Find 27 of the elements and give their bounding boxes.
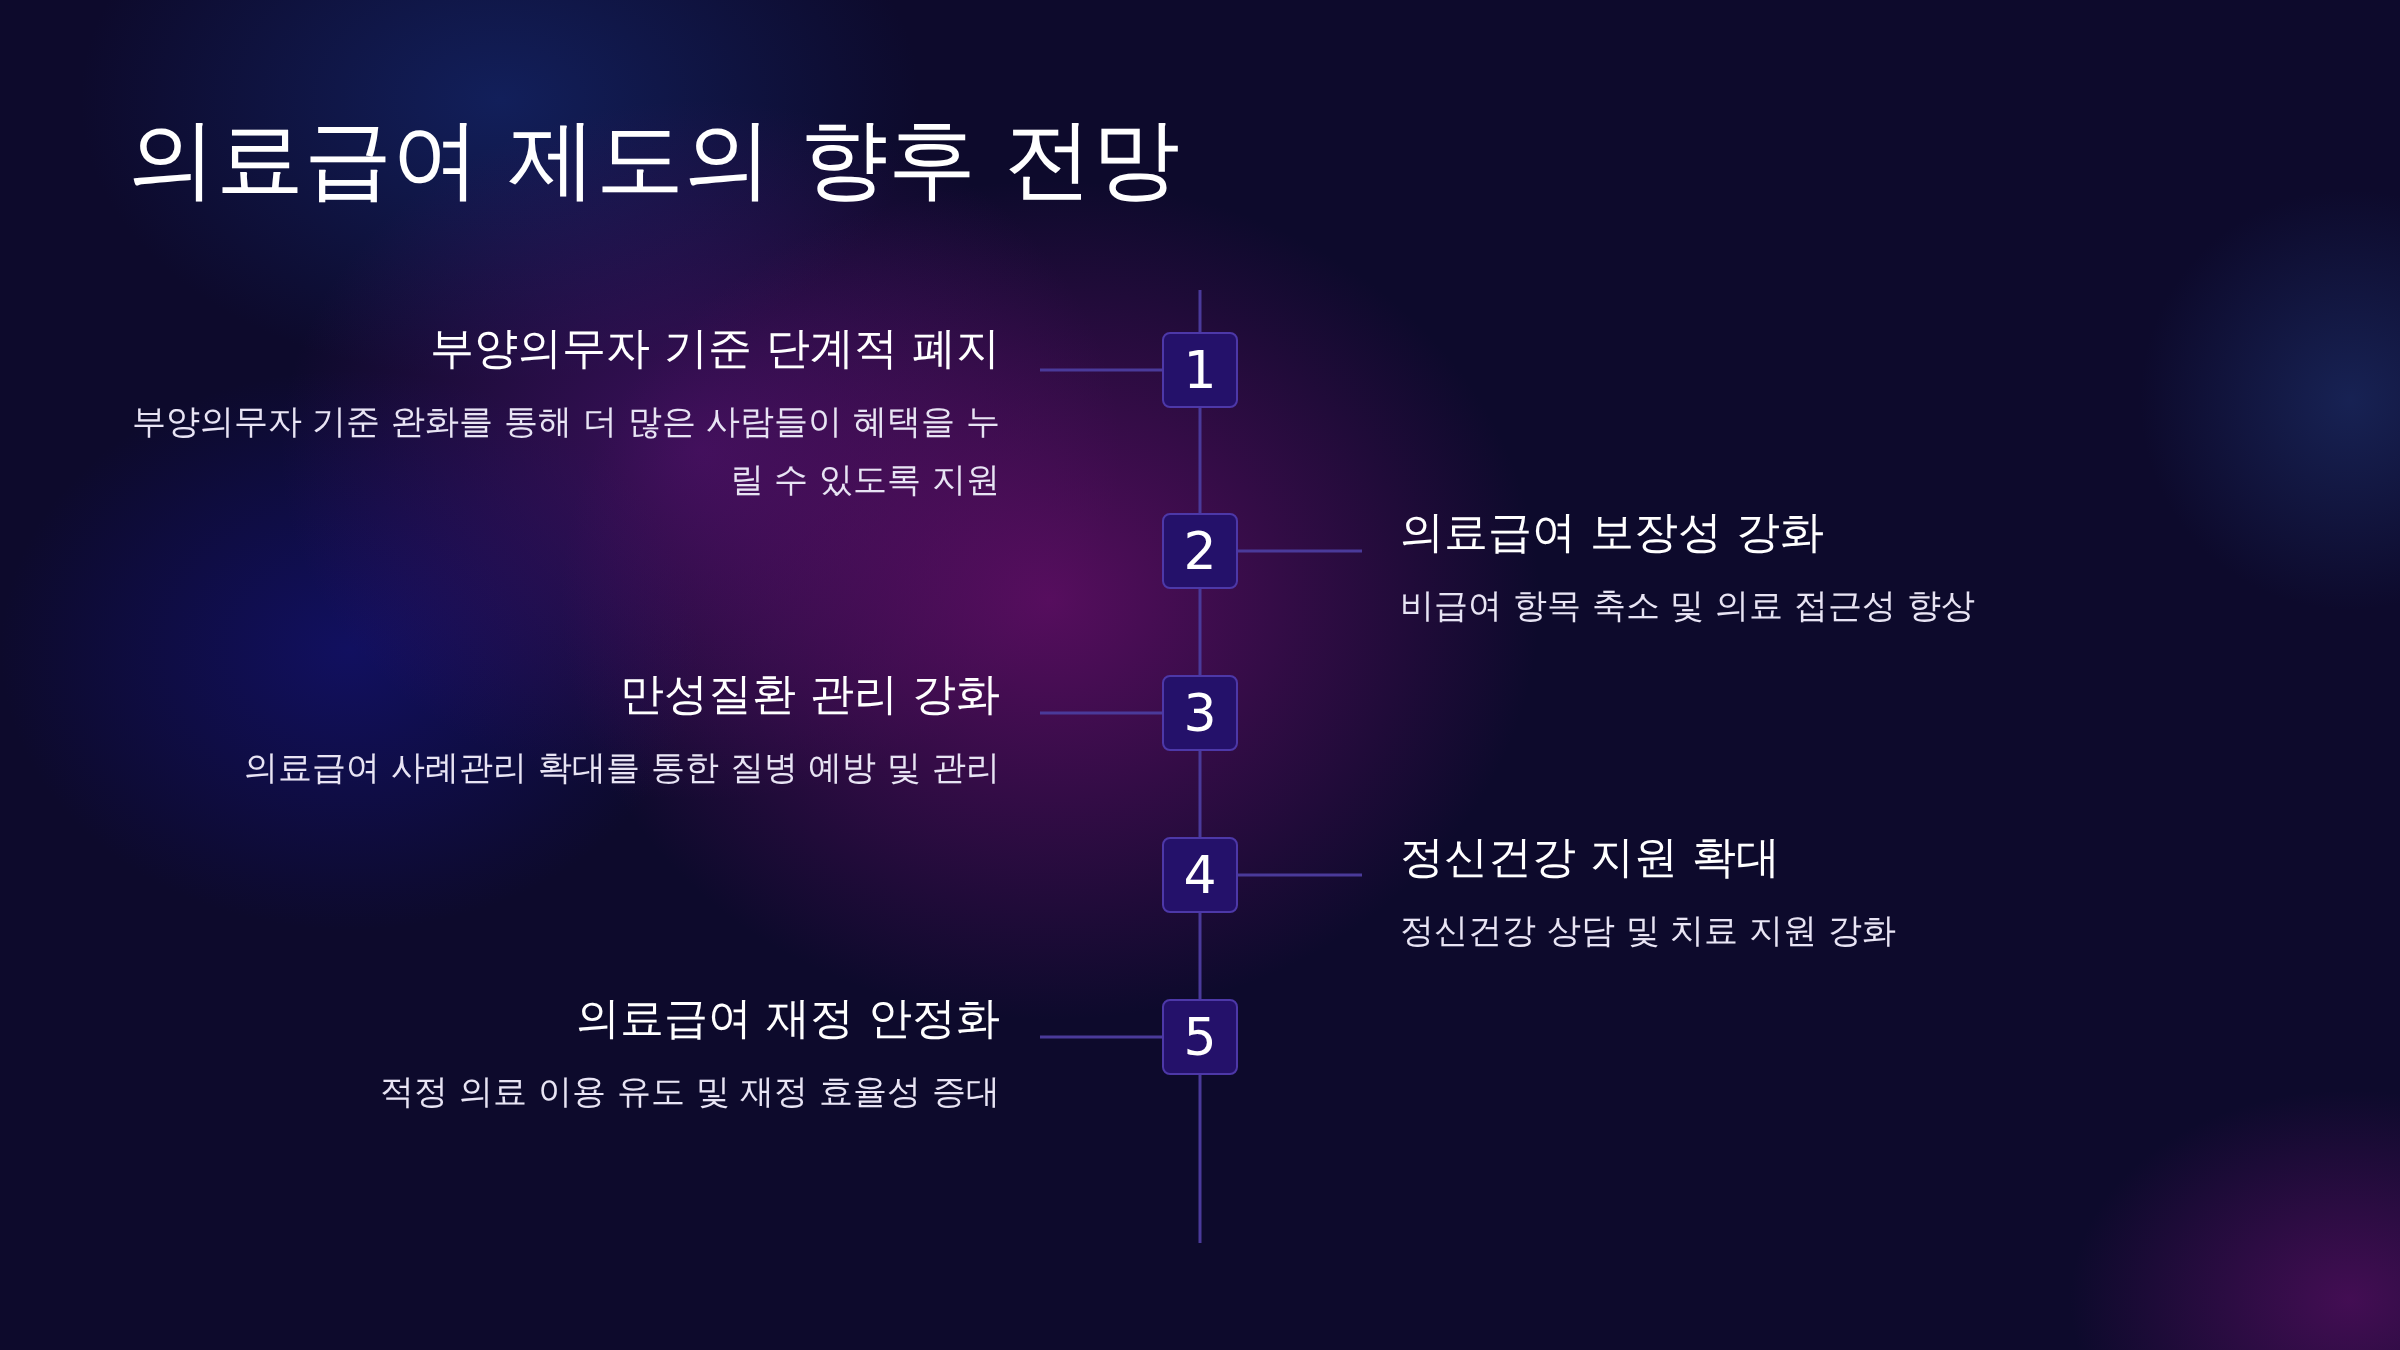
- connector-line: [1040, 368, 1162, 372]
- connector-line: [1238, 873, 1362, 877]
- connector-line: [1040, 1035, 1162, 1039]
- step-heading: 부양의무자 기준 단계적 폐지: [429, 321, 1000, 375]
- connector-line: [1040, 711, 1162, 715]
- step-heading: 정신건강 지원 확대: [1400, 830, 1781, 884]
- step-description: 비급여 항목 축소 및 의료 접근성 향상: [1400, 584, 1976, 627]
- step-heading: 만성질환 관리 강화: [619, 667, 1000, 721]
- step-description: 부양의무자 기준 완화를 통해 더 많은 사람들이 혜택을 누릴 수 있도록 지원: [130, 400, 1000, 501]
- title: 의료급여 제도의 향후 전망: [128, 106, 1180, 212]
- connector-line: [1238, 549, 1362, 553]
- step-heading: 의료급여 재정 안정화: [575, 991, 1000, 1045]
- step-description: 적정 의료 이용 유도 및 재정 효율성 증대: [379, 1070, 1000, 1113]
- step-number: 1: [1162, 332, 1238, 408]
- step-description: 의료급여 사례관리 확대를 통한 질병 예방 및 관리: [243, 746, 1000, 789]
- connector-line: [1198, 290, 1202, 332]
- connector-line: [1198, 1075, 1202, 1243]
- step-number: 3: [1162, 675, 1238, 751]
- connector-line: [1198, 913, 1202, 999]
- step-description: 정신건강 상담 및 치료 지원 강화: [1400, 909, 1898, 952]
- step-number: 4: [1162, 837, 1238, 913]
- step-heading: 의료급여 보장성 강화: [1400, 505, 1825, 559]
- step-number: 2: [1162, 513, 1238, 589]
- step-number: 5: [1162, 999, 1238, 1075]
- connector-line: [1198, 408, 1202, 513]
- connector-line: [1198, 751, 1202, 837]
- connector-line: [1198, 589, 1202, 675]
